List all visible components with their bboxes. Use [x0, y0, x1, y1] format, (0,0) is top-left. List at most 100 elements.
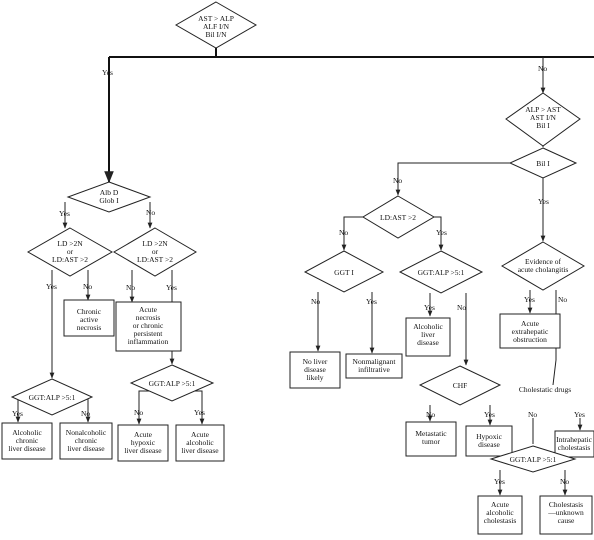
- label-bil-yes: Yes: [538, 197, 549, 206]
- box-alc-chronic: [1, 422, 53, 460]
- node-text-line: Cholestatic drugs: [519, 385, 571, 394]
- label-drugs-no: No: [528, 410, 537, 419]
- node-text-line: necrosis: [136, 313, 161, 322]
- text-ggt-left: GGT:ALP >5:1: [29, 393, 76, 402]
- decision-ggt-right: [129, 364, 215, 402]
- node-text-line: —unknown: [547, 508, 584, 517]
- text-ggt-bottom: GGT:ALP >5:1: [510, 455, 557, 464]
- decision-chf: [418, 365, 502, 406]
- node-text-line: tumor: [422, 437, 440, 446]
- label-ldr-yes: Yes: [166, 283, 177, 292]
- node-text-line: disease: [304, 365, 326, 374]
- node-text-line: liver disease: [124, 446, 162, 455]
- node-text-line: Alb D: [100, 188, 119, 197]
- node-text-line: liver disease: [8, 444, 46, 453]
- label-alb-yes: Yes: [59, 209, 70, 218]
- text-ggt-mid: GGT:ALP >5:1: [418, 268, 465, 277]
- node-text-line: chronic: [75, 436, 98, 445]
- box-acute-extra: [499, 313, 561, 349]
- node-text-line: Bil I/N: [205, 30, 227, 39]
- text-ggt-i: GGT I: [334, 268, 354, 277]
- label-ldl-no: No: [83, 282, 92, 291]
- node-text-line: GGT:ALP >5:1: [29, 393, 76, 402]
- decision-ggt-bottom: [489, 445, 577, 473]
- node-text-line: Nonalcoholic: [66, 428, 107, 437]
- node-text-line: disease: [417, 338, 439, 347]
- text-cholestatic-drugs: Cholestatic drugs: [519, 385, 571, 394]
- decision-ld-ast-mid: [362, 195, 435, 239]
- node-text-line: Intrahepatic: [556, 435, 592, 444]
- text-chf: CHF: [453, 381, 468, 390]
- box-acute-alc-chol: [477, 495, 523, 535]
- text-ld-ast-mid: LD:AST >2: [380, 213, 416, 222]
- node-text-line: GGT:ALP >5:1: [418, 268, 465, 277]
- label-ggtl-no: No: [81, 409, 90, 418]
- box-nonmalignant: [345, 353, 403, 379]
- node-text-line: ALP > AST: [525, 105, 561, 114]
- node-text-line: Acute: [521, 319, 540, 328]
- node-text-line: active: [80, 315, 99, 324]
- text-bil-i: Bil I: [536, 159, 550, 168]
- box-alc-liver: [405, 317, 451, 357]
- node-text-line: Hypoxic: [476, 432, 503, 441]
- label-start-no: No: [538, 64, 547, 73]
- node-text-line: Alcoholic: [12, 428, 42, 437]
- box-hypoxic: [465, 425, 513, 457]
- box-acute-necrosis: [115, 301, 182, 352]
- node-text-line: GGT I: [334, 268, 354, 277]
- node-text-line: Acute: [134, 430, 153, 439]
- label-ggtm-no: No: [457, 303, 466, 312]
- node-text-line: Alcoholic: [413, 322, 443, 331]
- decision-ld-left: [26, 227, 114, 277]
- decision-evidence: [501, 241, 585, 291]
- box-no-liver: [289, 351, 341, 389]
- node-text-line: AST > ALP: [198, 14, 234, 23]
- node-text-line: LD >2N: [57, 239, 83, 248]
- node-text-line: Acute: [491, 500, 510, 509]
- label-ev-yes: Yes: [524, 295, 535, 304]
- node-text-line: LD >2N: [142, 239, 168, 248]
- label-ggtl-yes: Yes: [12, 409, 23, 418]
- node-text-line: LD:AST >2: [137, 255, 173, 264]
- node-text-line: Evidence of: [525, 257, 562, 266]
- node-text-line: LD:AST >2: [380, 213, 416, 222]
- label-ldl-yes: Yes: [46, 282, 57, 291]
- decision-start: [174, 1, 258, 49]
- node-text-line: acute cholangitis: [518, 265, 569, 274]
- node-text-line: alcoholic: [486, 508, 514, 517]
- node-text-line: GGT:ALP >5:1: [149, 379, 196, 388]
- box-intrahepatic: [554, 430, 594, 458]
- label-ggtb-yes: Yes: [494, 477, 505, 486]
- node-text-line: cause: [558, 516, 575, 525]
- decision-bil-i: [508, 147, 578, 179]
- node-text-line: liver: [421, 330, 435, 339]
- node-text-line: CHF: [453, 381, 468, 390]
- label-ggti-yes: Yes: [366, 297, 377, 306]
- node-text-line: Bil I: [536, 121, 550, 130]
- label-ggtb-no: No: [560, 477, 569, 486]
- label-chf-yes: Yes: [484, 410, 495, 419]
- node-text-line: persistent: [134, 329, 164, 338]
- node-text-line: chronic: [16, 436, 39, 445]
- label-ggtr-no: No: [134, 408, 143, 417]
- node-text-line: AST I/N: [530, 113, 556, 122]
- text-ggt-right: GGT:ALP >5:1: [149, 379, 196, 388]
- node-text-line: alcoholic: [186, 438, 214, 447]
- node-text-line: Acute: [191, 430, 210, 439]
- label-drugs-yes: Yes: [574, 410, 585, 419]
